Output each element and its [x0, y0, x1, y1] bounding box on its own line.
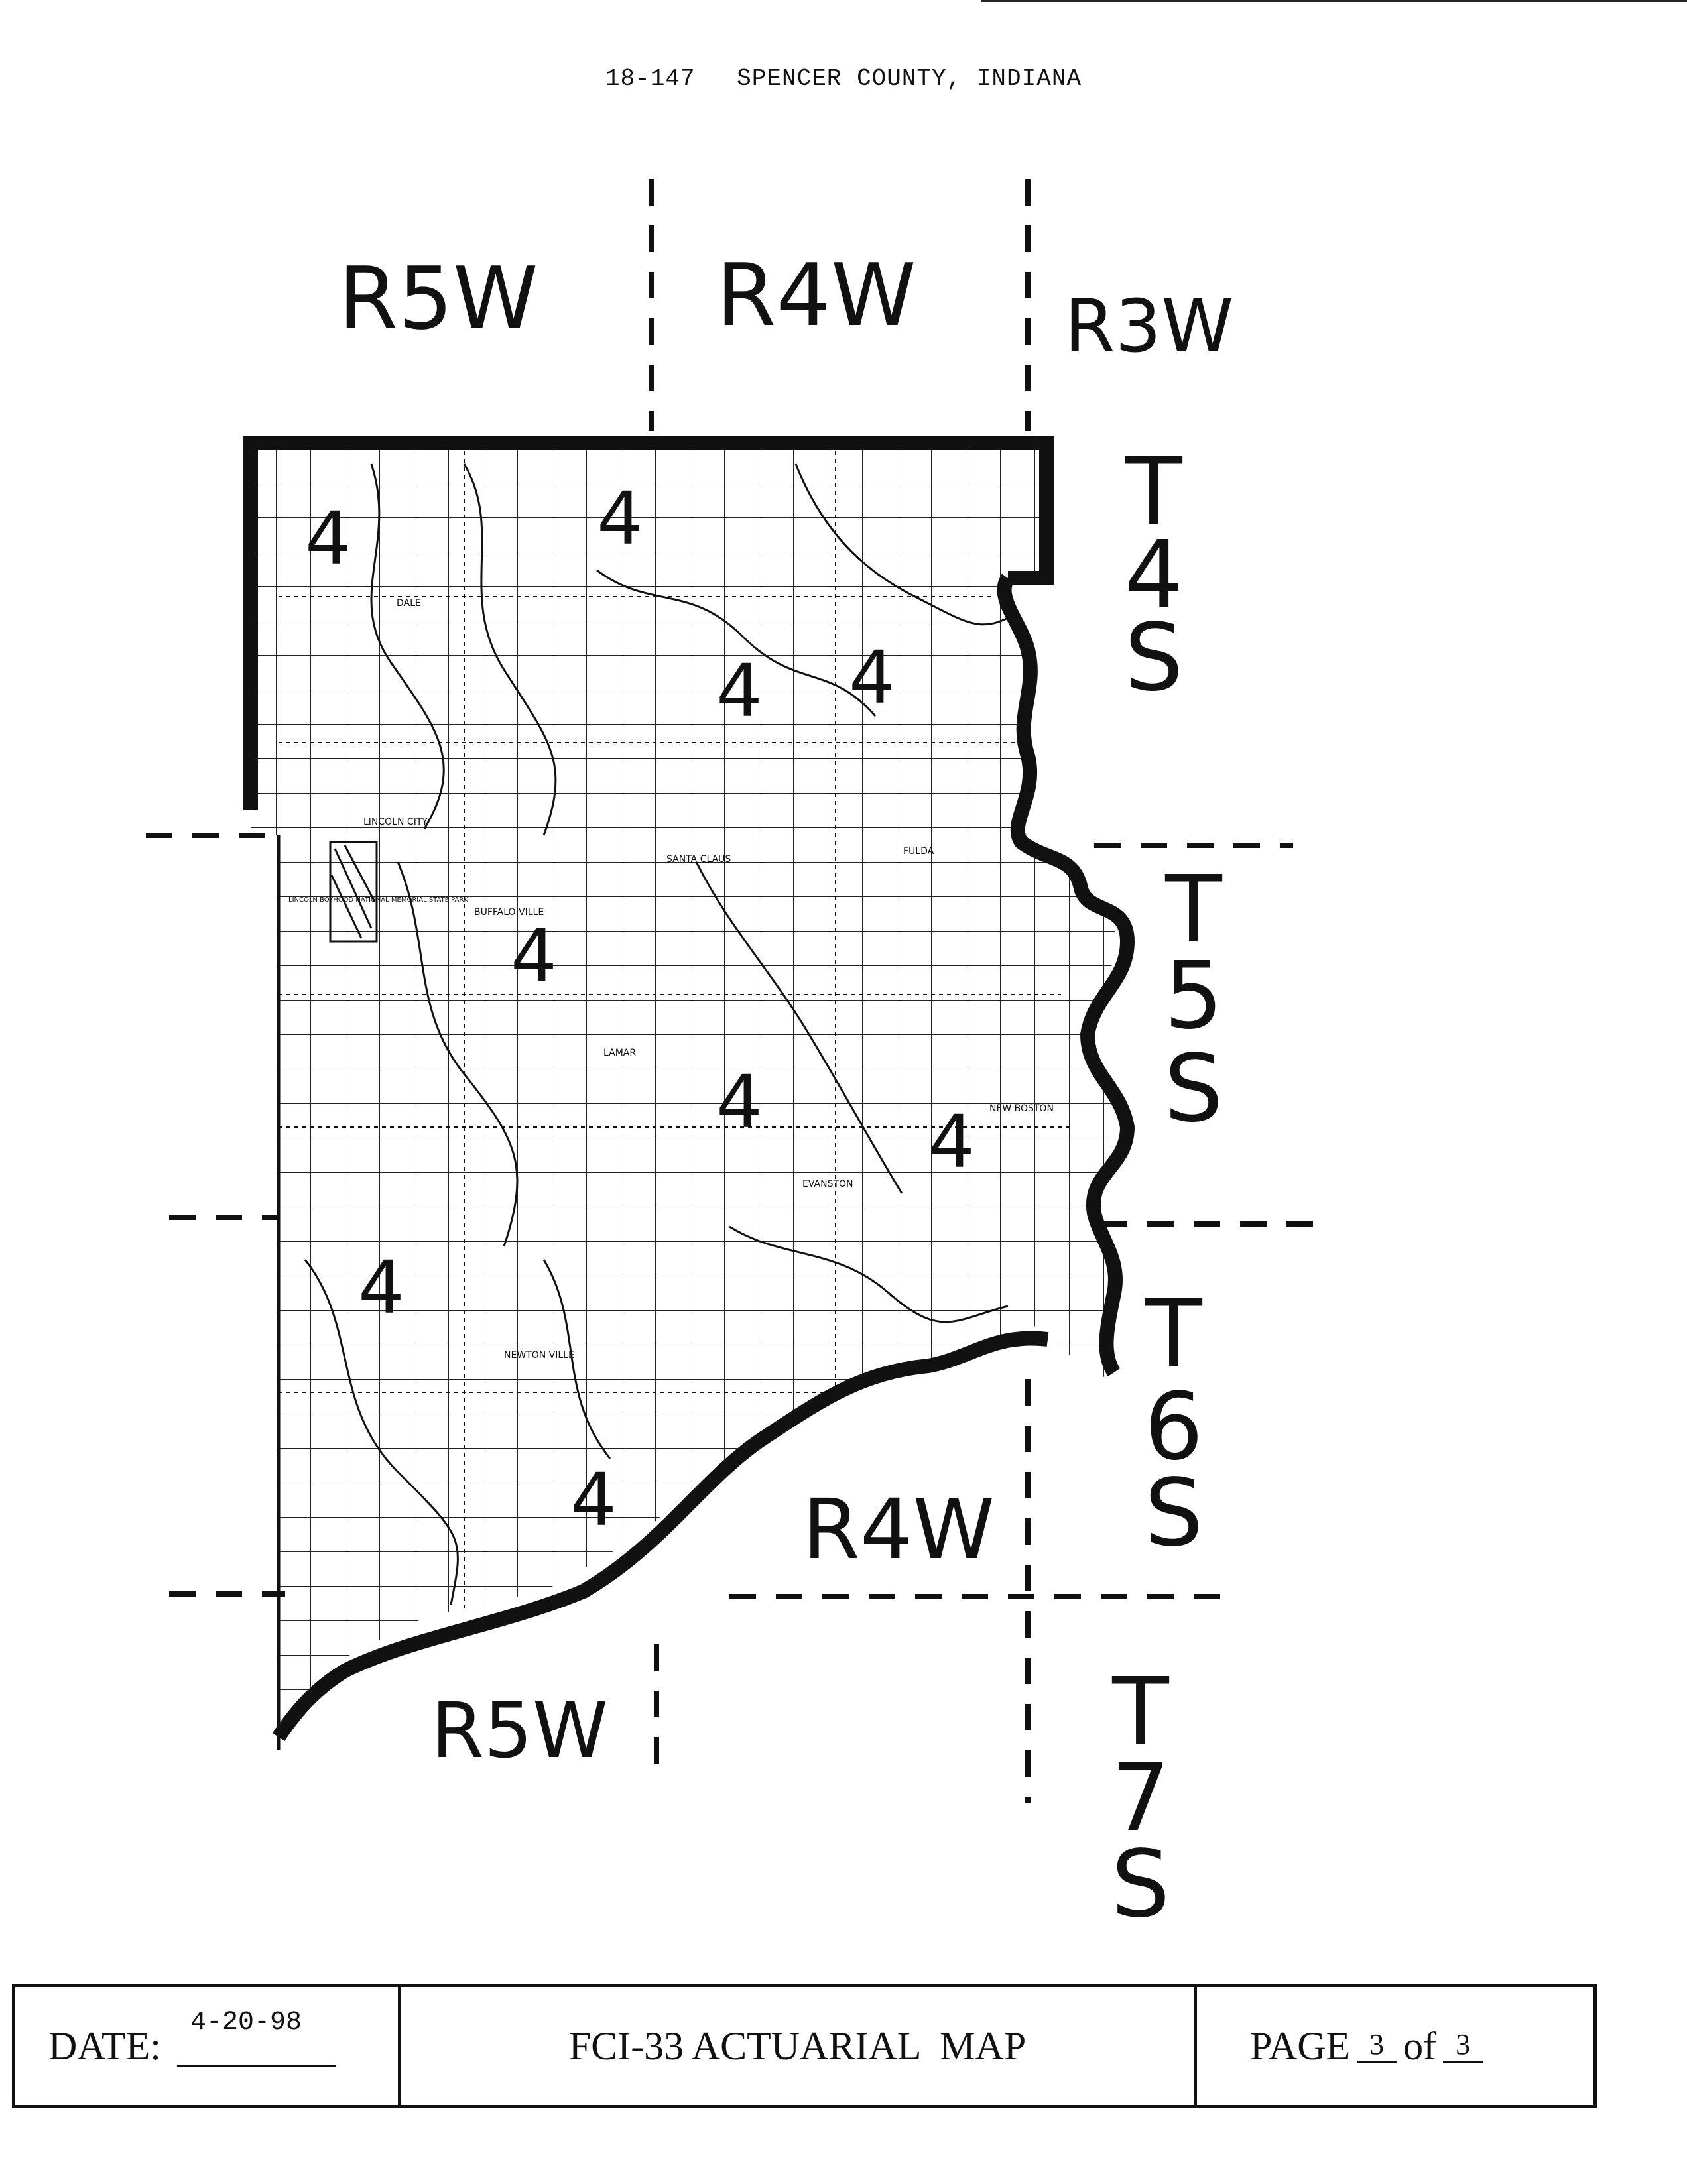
- range-r4w-top: R4W: [716, 245, 916, 345]
- map-code: 18-147: [605, 65, 696, 92]
- rating-mark: 4: [928, 1099, 975, 1184]
- range-r5w-top: R5W: [338, 248, 538, 349]
- town-labels: DALE LINCOLN CITY SANTA CLAUS FULDA BUFF…: [288, 598, 1054, 1361]
- rating-mark: 4: [716, 1060, 763, 1144]
- date-field: 4-20-98: [176, 2008, 336, 2067]
- town-new-boston: NEW BOSTON: [989, 1103, 1054, 1114]
- town-fulda: FULDA: [903, 846, 934, 857]
- county-north-border: [243, 436, 1054, 810]
- rating-mark: 4: [305, 496, 351, 581]
- top-rule: [981, 0, 1687, 2]
- rating-mark: 4: [597, 476, 643, 561]
- town-evanston: EVANSTON: [802, 1179, 853, 1189]
- county-map: DALE LINCOLN CITY SANTA CLAUS FULDA BUFF…: [146, 179, 1320, 1939]
- east-river-border: [997, 574, 1135, 1377]
- rating-mark: 4: [570, 1457, 617, 1542]
- title-cell: FCI-33 ACTUARIAL MAP: [401, 1987, 1197, 2105]
- town-lamar: LAMAR: [603, 1048, 636, 1058]
- title-block: DATE: 4-20-98 FCI-33 ACTUARIAL MAP PAGE …: [12, 1984, 1597, 2108]
- county-title: SPENCER COUNTY, INDIANA: [737, 65, 1082, 92]
- rating-marks: 4 4 4 4 4 4 4 4 4: [305, 476, 975, 1542]
- township-t5s-s: S: [1164, 1035, 1223, 1143]
- town-newtonville: NEWTON VILLE: [504, 1350, 574, 1361]
- page-cell: PAGE 3 of 3: [1197, 1987, 1593, 2105]
- range-lines: [146, 179, 1320, 1803]
- page-label: PAGE: [1250, 2024, 1351, 2068]
- page-total: 3: [1443, 2028, 1483, 2063]
- date-label: DATE:: [48, 2024, 161, 2068]
- township-t6s-num: 6: [1144, 1373, 1203, 1481]
- township-labels: T 4 S T 5 S T 6 S T 7 S: [1111, 438, 1223, 1939]
- rating-mark: 4: [849, 635, 895, 720]
- township-t4s-t: T: [1125, 438, 1182, 546]
- township-t7s-num: 7: [1111, 1744, 1170, 1852]
- date-value: 4-20-98: [190, 2007, 302, 2037]
- rating-mark: 4: [511, 914, 557, 999]
- town-dale: DALE: [397, 598, 421, 609]
- range-r3w-top: R3W: [1064, 284, 1233, 369]
- range-labels: R5W R4W R3W R4W R5W: [338, 245, 1233, 1776]
- range-r5w-bottom: R5W: [431, 1687, 608, 1776]
- rating-mark: 4: [716, 648, 763, 733]
- township-t4s-s: S: [1125, 604, 1184, 712]
- town-santa-claus: SANTA CLAUS: [666, 854, 731, 865]
- township-t7s-t: T: [1111, 1658, 1169, 1766]
- township-t6s-s: S: [1145, 1459, 1204, 1567]
- date-cell: DATE: 4-20-98: [15, 1987, 401, 2105]
- town-buffaloville: BUFFALO VILLE: [474, 907, 544, 918]
- township-t6s-t: T: [1145, 1280, 1202, 1388]
- township-t5s-t: T: [1164, 856, 1222, 964]
- rating-mark: 4: [358, 1245, 405, 1330]
- town-lincoln-city: LINCOLN CITY: [363, 817, 428, 827]
- page-header: 18-147 SPENCER COUNTY, INDIANA: [0, 65, 1687, 92]
- memorial-label: LINCOLN BOYHOOD NATIONAL MEMORIAL STATE …: [288, 896, 468, 904]
- map-title: FCI-33 ACTUARIAL MAP: [568, 2024, 1027, 2068]
- ohio-river-border: [272, 1331, 1049, 1742]
- range-r4w-mid: R4W: [802, 1482, 995, 1578]
- page-of: of: [1403, 2024, 1437, 2068]
- page-current: 3: [1357, 2028, 1397, 2063]
- township-t7s-s: S: [1111, 1831, 1170, 1939]
- township-t4s-num: 4: [1124, 521, 1183, 629]
- section-grid: [251, 443, 1121, 1737]
- township-t5s-num: 5: [1164, 942, 1223, 1050]
